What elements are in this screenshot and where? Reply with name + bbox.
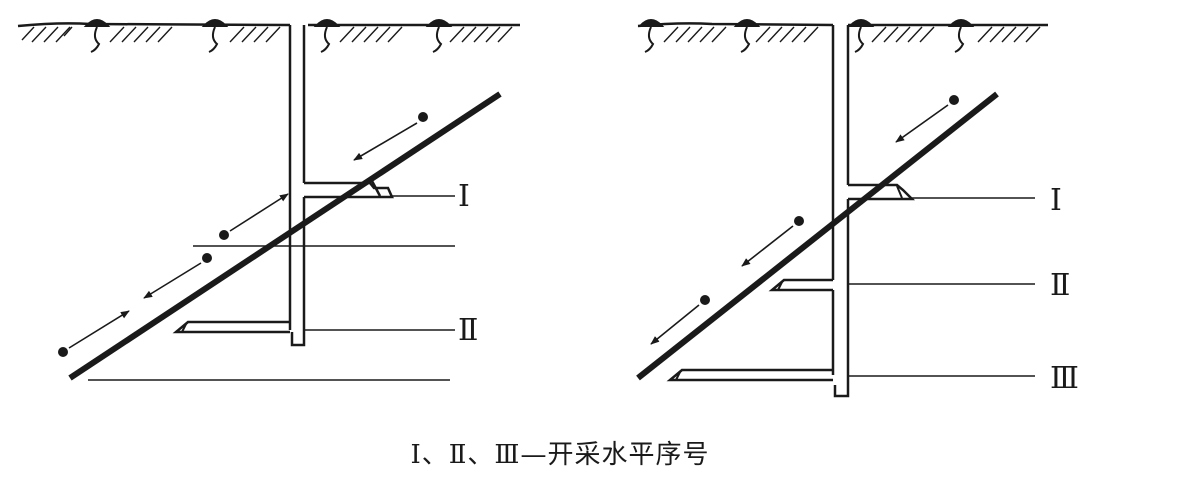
crosscut-level-3-right (666, 368, 833, 382)
arrow-origin-dot (418, 112, 428, 122)
shaft-left (288, 25, 306, 347)
arrow-origin-dot (219, 230, 229, 240)
figure-caption: Ⅰ、Ⅱ、Ⅲ—开采水平序号 (410, 440, 710, 470)
mining-direction-arrows-right (650, 95, 959, 345)
level-label-right-2: Ⅱ (1050, 268, 1070, 303)
level-label-right-1: Ⅰ (1050, 183, 1062, 218)
arrow-origin-dot (700, 295, 710, 305)
crosscut-level-1-left (304, 180, 394, 199)
right-panel: Ⅰ Ⅱ Ⅲ (636, 19, 1079, 398)
left-panel: Ⅰ Ⅱ (17, 19, 520, 381)
shaft-right (831, 25, 850, 398)
arrow-origin-dot (949, 95, 959, 105)
mining-direction-arrows-left (58, 112, 428, 357)
level-label-left-1: Ⅰ (458, 179, 470, 214)
ore-body-left (68, 91, 502, 381)
vegetation-tufts-left (83, 19, 453, 53)
ground-surface-right (637, 22, 1048, 28)
ore-body-right (636, 91, 999, 381)
ground-hatching-right (663, 26, 1041, 43)
arrow-origin-dot (202, 253, 212, 263)
ground-hatching-left (21, 26, 513, 43)
crosscut-level-2-left (172, 320, 290, 334)
arrow-origin-dot (58, 347, 68, 357)
vegetation-tufts-right (637, 19, 975, 53)
level-label-right-3: Ⅲ (1050, 361, 1079, 396)
level-label-left-2: Ⅱ (458, 313, 478, 348)
arrow-origin-dot (794, 216, 804, 226)
crosscut-level-2-right (768, 278, 833, 292)
